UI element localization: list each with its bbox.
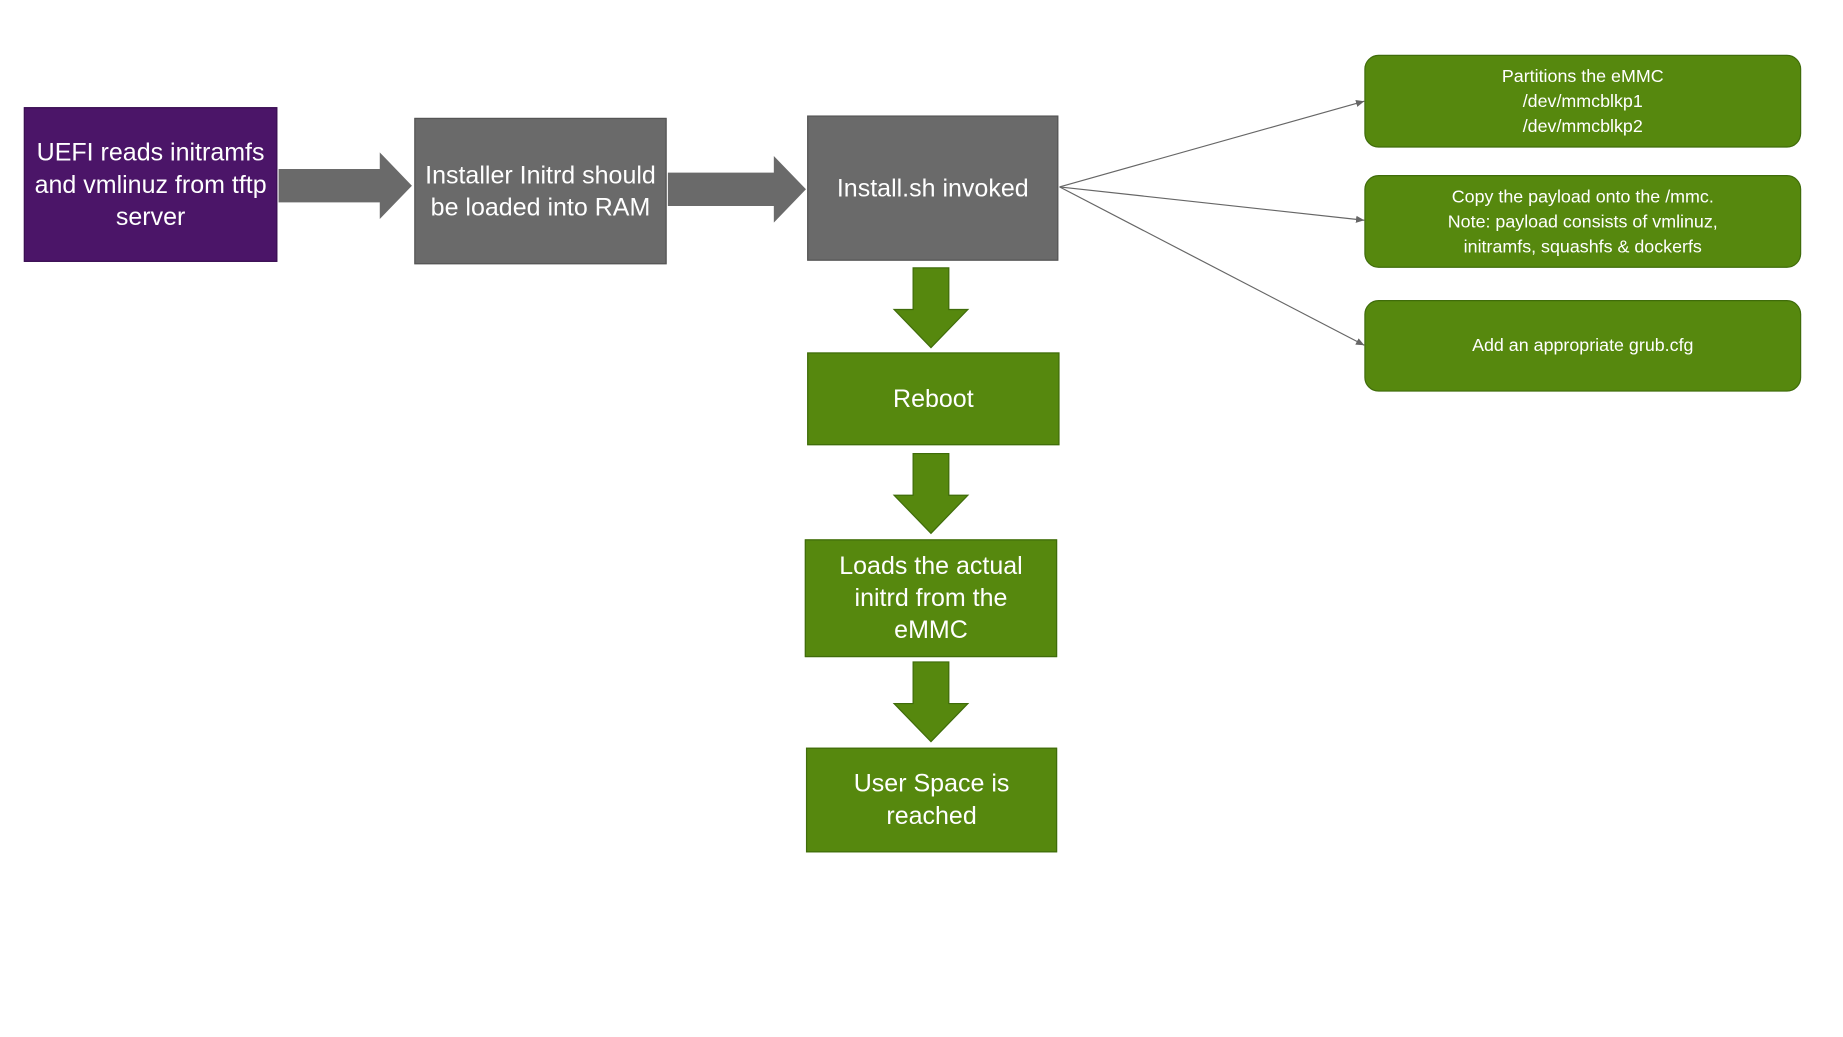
- arrow-reboot-to-loads: [892, 452, 970, 535]
- arrow-installer-to-install-sh: [667, 155, 806, 223]
- reboot-node: Reboot: [807, 352, 1060, 446]
- arrow-uefi-to-installer: [278, 152, 412, 220]
- user-space-node: User Space is reached: [805, 747, 1058, 853]
- uefi-node: UEFI reads initramfs and vmlinuz from tf…: [23, 107, 278, 262]
- arrow-install-sh-to-reboot: [892, 267, 970, 349]
- connectors: [278, 100, 1365, 743]
- connector-to-partitions: [1059, 100, 1365, 188]
- copy-payload-task: Copy the payload onto the /mmc. Note: pa…: [1364, 175, 1802, 268]
- connector-to-grub: [1059, 186, 1365, 346]
- connector-to-copy-payload: [1059, 186, 1365, 223]
- partitions-task: Partitions the eMMC /dev/mmcblkp1 /dev/m…: [1364, 54, 1802, 148]
- install-sh-node: Install.sh invoked: [807, 115, 1059, 261]
- installer-initrd-node: Installer Initrd should be loaded into R…: [414, 117, 667, 265]
- grub-task: Add an appropriate grub.cfg: [1364, 300, 1802, 392]
- loads-initrd-node: Loads the actual initrd from the eMMC: [804, 539, 1058, 658]
- arrow-loads-to-user-space: [892, 661, 970, 743]
